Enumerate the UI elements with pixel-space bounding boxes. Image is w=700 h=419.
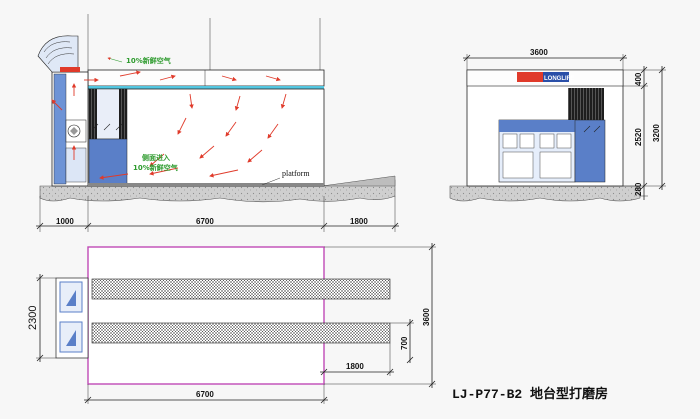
floor-grate-lower	[91, 322, 391, 344]
front-ground	[449, 185, 641, 202]
dim-front-mid: 2520	[634, 128, 643, 146]
front-side-filter	[568, 88, 604, 121]
side-ramp	[321, 175, 396, 187]
platform	[88, 183, 324, 186]
inlet-hood	[37, 35, 79, 73]
dim-side-mid: 6700	[196, 217, 214, 226]
side-plenum	[87, 69, 325, 87]
dim-front-total: 3200	[652, 124, 661, 142]
dim-plan-ext: 1800	[346, 362, 364, 371]
platform-label: platform	[282, 169, 310, 178]
dim-front-width: 3600	[530, 48, 548, 57]
dim-front-top: 400	[634, 72, 643, 86]
logo-badge	[517, 72, 543, 82]
ceiling-filter	[88, 86, 324, 89]
side-dimensions	[36, 196, 399, 232]
dim-plan-trench: 700	[400, 336, 409, 350]
fan-icon	[67, 124, 81, 138]
logo-text: LONGLIFE	[544, 76, 574, 82]
dim-plan-left: 2300	[27, 306, 39, 330]
side-ground	[39, 179, 396, 203]
drawing-title: LJ-P77-B2 地台型打磨房	[452, 386, 608, 402]
front-view: LONGLIFE 3600 400 2520 3200 280	[449, 48, 666, 202]
side-intake-note: 侧面进入	[142, 153, 170, 162]
dim-side-left: 1000	[56, 217, 74, 226]
fan-icon	[66, 330, 76, 346]
floor-grate-upper	[91, 278, 391, 300]
dim-plan-length: 6700	[196, 390, 214, 399]
fresh-air-top-note: 10%新鲜空气	[126, 56, 171, 65]
airflow-arrows	[51, 70, 287, 180]
side-view: 10%新鲜空气 侧面进入 10%新鲜空气 platform 1000 6700 …	[36, 14, 399, 232]
rear-wall-lower	[88, 138, 128, 187]
fresh-air-bottom-note: 10%新鲜空气	[133, 163, 178, 172]
fan-icon	[66, 290, 76, 306]
dim-front-bottom: 280	[634, 182, 643, 196]
dim-side-right: 1800	[350, 217, 368, 226]
dim-plan-height: 3600	[422, 308, 431, 326]
plan-view: 2300 3600 700 1800 6700	[27, 243, 436, 404]
plan-booth-boundary	[87, 246, 325, 385]
